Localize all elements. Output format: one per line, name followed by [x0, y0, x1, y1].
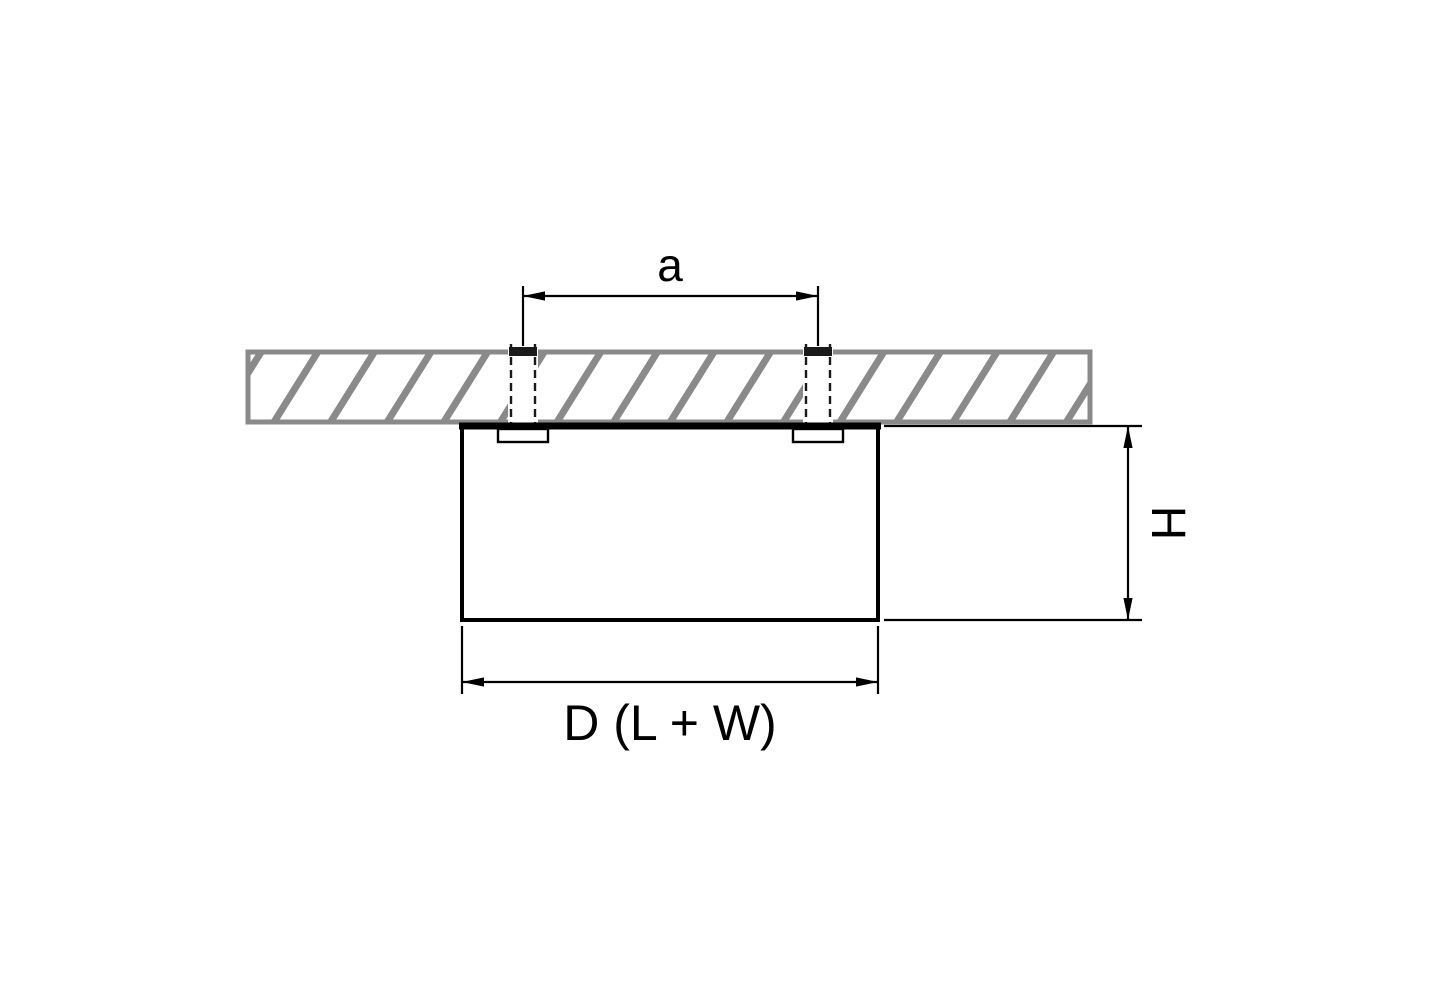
dimension-width: D (L + W) [460, 626, 880, 751]
anchor-cap [509, 347, 537, 356]
ceiling-slab [245, 349, 1093, 425]
dimension-label-d: D (L + W) [563, 695, 776, 751]
anchor-cap [804, 347, 832, 356]
mounting-tab-left [496, 427, 550, 444]
mounting-hole-right [803, 344, 833, 430]
dimension-height: H [884, 424, 1194, 622]
dimension-hole-spacing: a [521, 239, 820, 346]
mounting-hole-left [508, 344, 538, 430]
mounting-tab-right [791, 427, 845, 444]
hole-gap [508, 347, 538, 428]
fixture-body [460, 424, 880, 622]
hole-gap [803, 347, 833, 428]
dimension-label-a: a [657, 239, 683, 291]
dimension-label-h: H [1141, 506, 1194, 541]
